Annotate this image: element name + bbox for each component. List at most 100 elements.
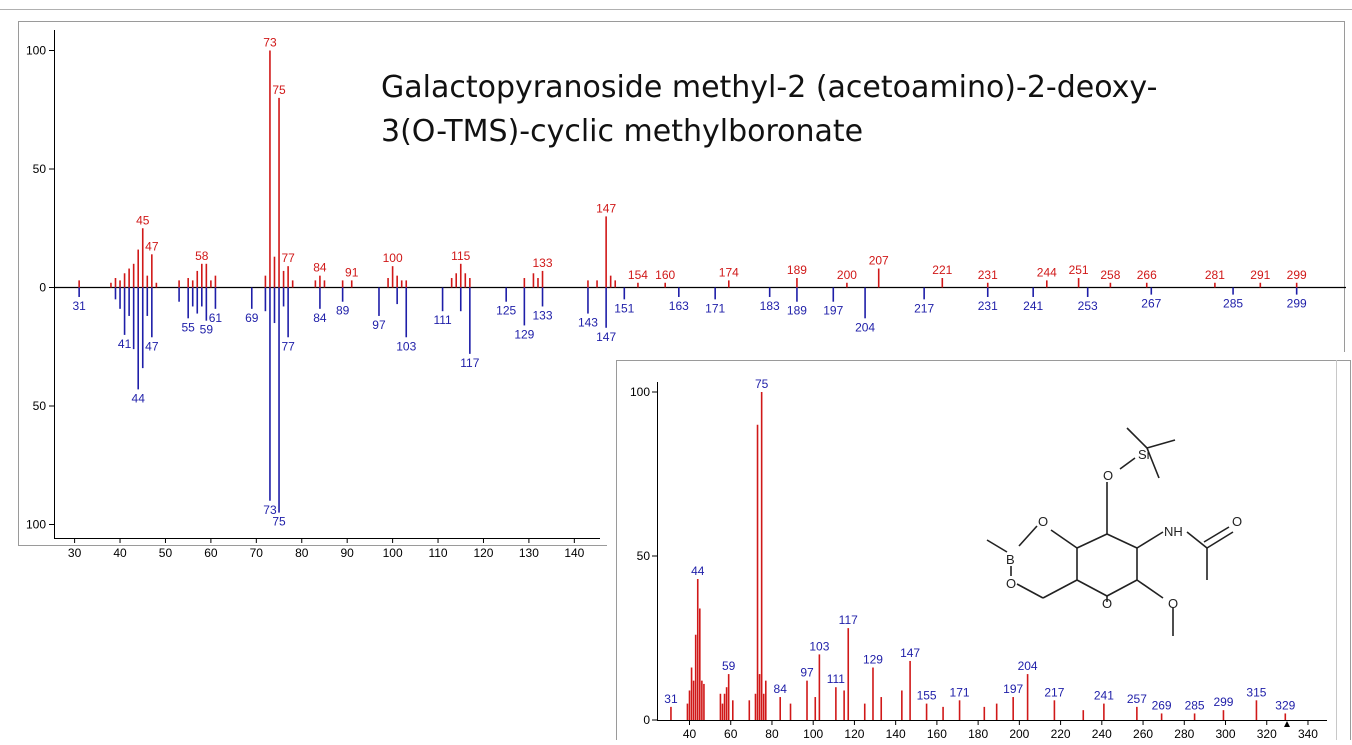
inset-x-tick-label: 100 <box>803 727 823 740</box>
inset-x-tick-label: 60 <box>724 727 738 740</box>
sample-peak-label: 117 <box>460 356 479 370</box>
sample-peak-label: 103 <box>396 339 416 353</box>
library-peak-label: 197 <box>1003 682 1023 696</box>
reference-peak-label: 251 <box>1069 263 1089 277</box>
reference-peak-label: 84 <box>313 261 327 275</box>
bond <box>1106 533 1138 549</box>
y-tick-label: 100 <box>26 518 46 532</box>
sample-peak-label: 171 <box>705 301 725 315</box>
reference-peak-label: 115 <box>451 249 470 263</box>
sample-peak-label: 44 <box>132 391 146 405</box>
reference-peak-label: 231 <box>978 268 998 282</box>
inset-x-tick-label: 160 <box>927 727 947 740</box>
sample-peak-label: 189 <box>787 304 807 318</box>
sample-peak-label: 299 <box>1287 297 1307 311</box>
sample-peak-label: 147 <box>596 330 616 344</box>
inset-x-tick-label: 180 <box>968 727 988 740</box>
sample-peak-label: 47 <box>145 339 159 353</box>
sample-peak-label: 73 <box>263 503 277 517</box>
library-peak-label: 75 <box>755 377 769 391</box>
sample-peak-label: 41 <box>118 337 132 351</box>
x-tick-label: 80 <box>295 546 309 560</box>
sample-peak-label: 163 <box>669 299 689 313</box>
y-tick-label: 50 <box>33 162 47 176</box>
reference-peak-label: 45 <box>136 213 150 227</box>
inset-x-tick-label: 120 <box>844 727 864 740</box>
library-peak-label: 103 <box>809 639 829 653</box>
inset-x-tick-label: 40 <box>683 727 697 740</box>
atom-label: O <box>1038 514 1048 529</box>
molecular-structure <box>986 427 1234 636</box>
bond <box>1076 579 1108 597</box>
library-peak-label: 117 <box>839 613 858 627</box>
y-tick-label: 100 <box>26 44 46 58</box>
sample-peak-label: 285 <box>1223 297 1243 311</box>
library-peak-label: 299 <box>1213 695 1233 709</box>
sample-peak-label: 77 <box>281 339 295 353</box>
x-axis-marker-icon <box>1284 721 1290 727</box>
bond <box>986 539 1008 553</box>
reference-peak-label: 160 <box>655 268 675 282</box>
y-tick-label: 0 <box>39 281 46 295</box>
reference-peak-label: 58 <box>195 249 209 263</box>
inset-x-tick-label: 200 <box>1009 727 1029 740</box>
library-peak-label: 155 <box>917 689 937 703</box>
reference-peak-label: 299 <box>1287 268 1307 282</box>
library-peak-label: 285 <box>1185 698 1205 712</box>
library-peak-label: 217 <box>1044 685 1064 699</box>
sample-peak-label: 183 <box>760 299 780 313</box>
library-peak-label: 59 <box>722 659 736 673</box>
x-tick-label: 40 <box>113 546 127 560</box>
library-peak-label: 315 <box>1246 685 1266 699</box>
library-peak-label: 269 <box>1152 698 1172 712</box>
atom-label: O <box>1102 596 1112 611</box>
bond <box>1119 457 1136 470</box>
reference-peak-label: 47 <box>145 239 159 253</box>
reference-peak-label: 258 <box>1100 268 1120 282</box>
inset-border <box>616 360 1351 742</box>
sample-peak-label: 133 <box>533 308 553 322</box>
sample-peak-label: 31 <box>72 299 86 313</box>
inset-y-tick-label: 100 <box>630 385 650 399</box>
library-peak-label: 257 <box>1127 692 1147 706</box>
structure-atom-labels: Si O NH O B O O O O <box>1006 447 1242 611</box>
reference-peak-label: 200 <box>837 268 857 282</box>
reference-peak-label: 154 <box>628 268 648 282</box>
x-tick-label: 30 <box>68 546 82 560</box>
sample-peak-label: 241 <box>1023 299 1043 313</box>
library-peak-label: 84 <box>774 682 788 696</box>
inset-x-tick-label: 300 <box>1216 727 1236 740</box>
inset-x-tick-label: 140 <box>886 727 906 740</box>
sample-peak-label: 59 <box>200 323 214 337</box>
sample-peak-label: 97 <box>372 318 386 332</box>
inset-x-tick-label: 260 <box>1133 727 1153 740</box>
reference-peak-label: 77 <box>281 251 295 265</box>
library-peak-label: 97 <box>800 666 814 680</box>
y-tick-label: 50 <box>33 399 47 413</box>
sample-peak-label: 204 <box>855 320 875 334</box>
x-tick-label: 140 <box>564 546 584 560</box>
x-tick-label: 50 <box>159 546 173 560</box>
inset-x-tick-label: 240 <box>1092 727 1112 740</box>
library-peak-label: 44 <box>691 564 705 578</box>
bond <box>1146 447 1160 479</box>
inset-y-tick-label: 0 <box>643 713 650 727</box>
atom-label: NH <box>1164 524 1183 539</box>
bond <box>1016 583 1044 599</box>
sample-peak-label: 217 <box>914 301 934 315</box>
library-peak-label: 147 <box>900 646 920 660</box>
x-tick-label: 110 <box>428 546 447 560</box>
atom-label: O <box>1006 576 1016 591</box>
x-tick-label: 130 <box>519 546 539 560</box>
bond <box>1146 439 1176 449</box>
atom-label: O <box>1103 468 1113 483</box>
reference-peak-label: 207 <box>869 254 889 268</box>
library-peak-label: 31 <box>664 692 678 706</box>
reference-peak-label: 73 <box>263 36 277 50</box>
sample-peak-label: 125 <box>496 304 516 318</box>
sample-peak-label: 197 <box>823 304 843 318</box>
bond <box>1203 526 1230 543</box>
reference-peak-label: 189 <box>787 263 807 277</box>
bond <box>1186 531 1208 549</box>
